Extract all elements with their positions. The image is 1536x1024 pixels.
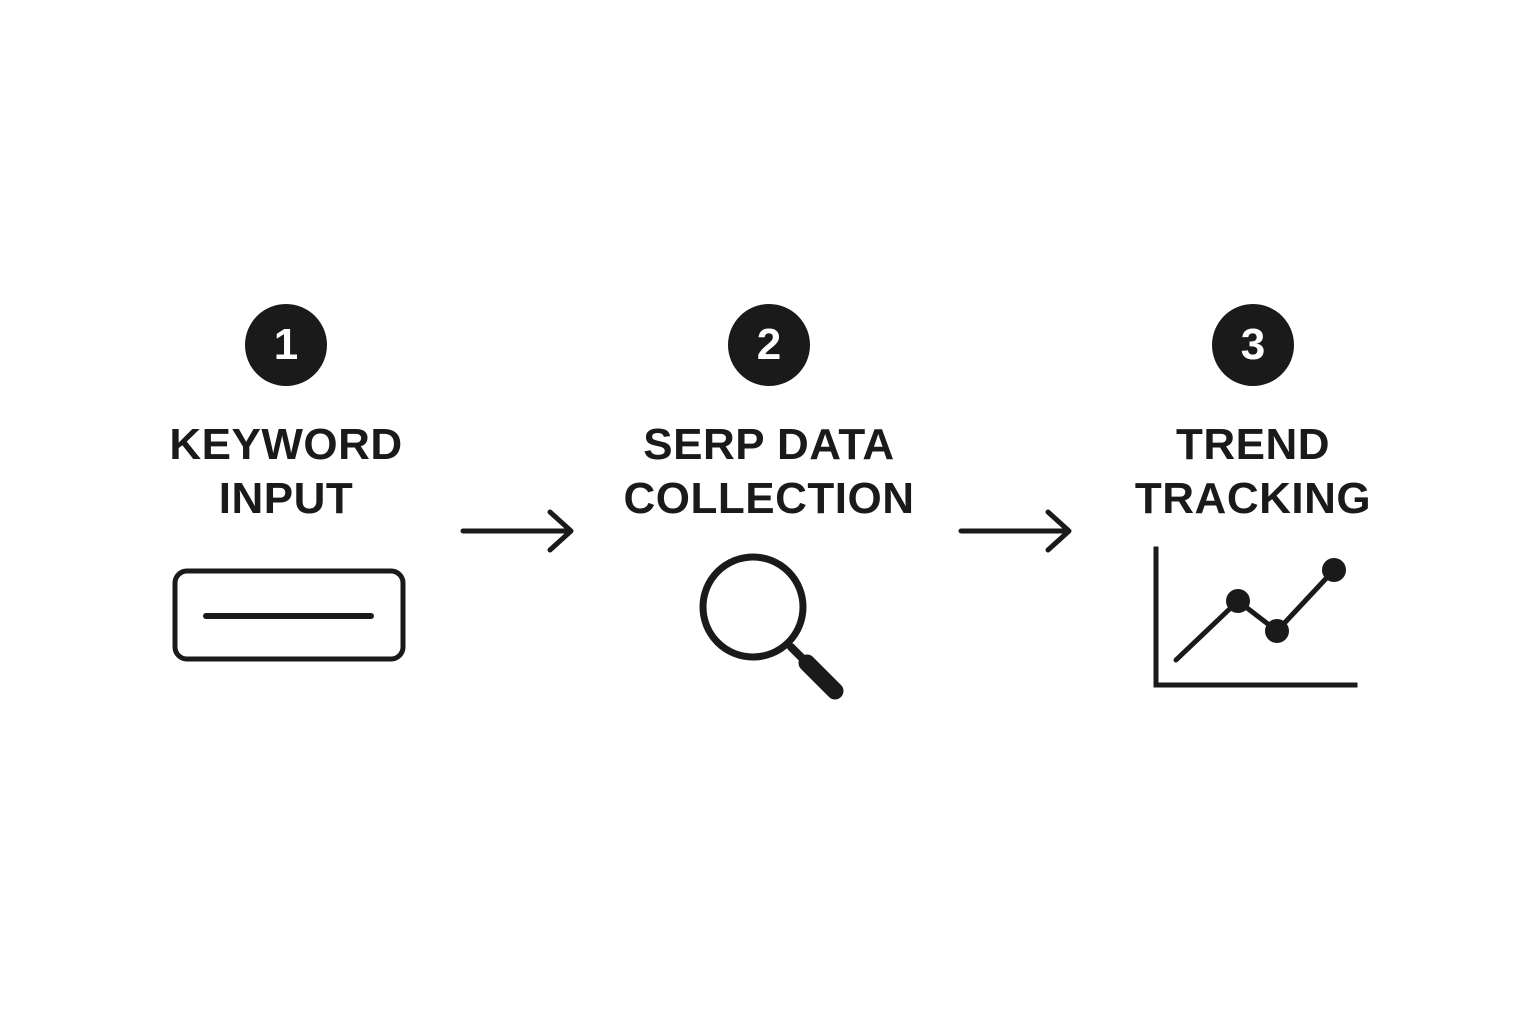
step-number-badge: 1 xyxy=(245,304,327,386)
step-number-badge: 3 xyxy=(1212,304,1294,386)
step-keyword-input: 1 KEYWORD INPUT xyxy=(86,0,486,1024)
magnifier-icon xyxy=(699,553,844,700)
step-title: TREND TRACKING xyxy=(1053,418,1453,526)
step-title-line: SERP DATA xyxy=(643,420,895,469)
step-number-badge: 2 xyxy=(728,304,810,386)
line-chart-icon xyxy=(1153,546,1358,688)
input-field-icon xyxy=(172,568,406,662)
arrow-right-icon xyxy=(460,509,574,553)
step-serp-data-collection: 2 SERP DATA COLLECTION xyxy=(569,0,969,1024)
step-title-line: TREND xyxy=(1175,420,1331,469)
step-title: SERP DATA COLLECTION xyxy=(569,418,969,526)
step-trend-tracking: 3 TREND TRACKING xyxy=(1053,0,1453,1024)
step-title-line: TRACKING xyxy=(1134,474,1372,523)
step-title-line: KEYWORD xyxy=(169,420,403,469)
step-title: KEYWORD INPUT xyxy=(86,418,486,526)
step-title-line: COLLECTION xyxy=(623,474,915,523)
step-title-line: INPUT xyxy=(218,474,354,523)
arrow-right-icon xyxy=(958,509,1072,553)
